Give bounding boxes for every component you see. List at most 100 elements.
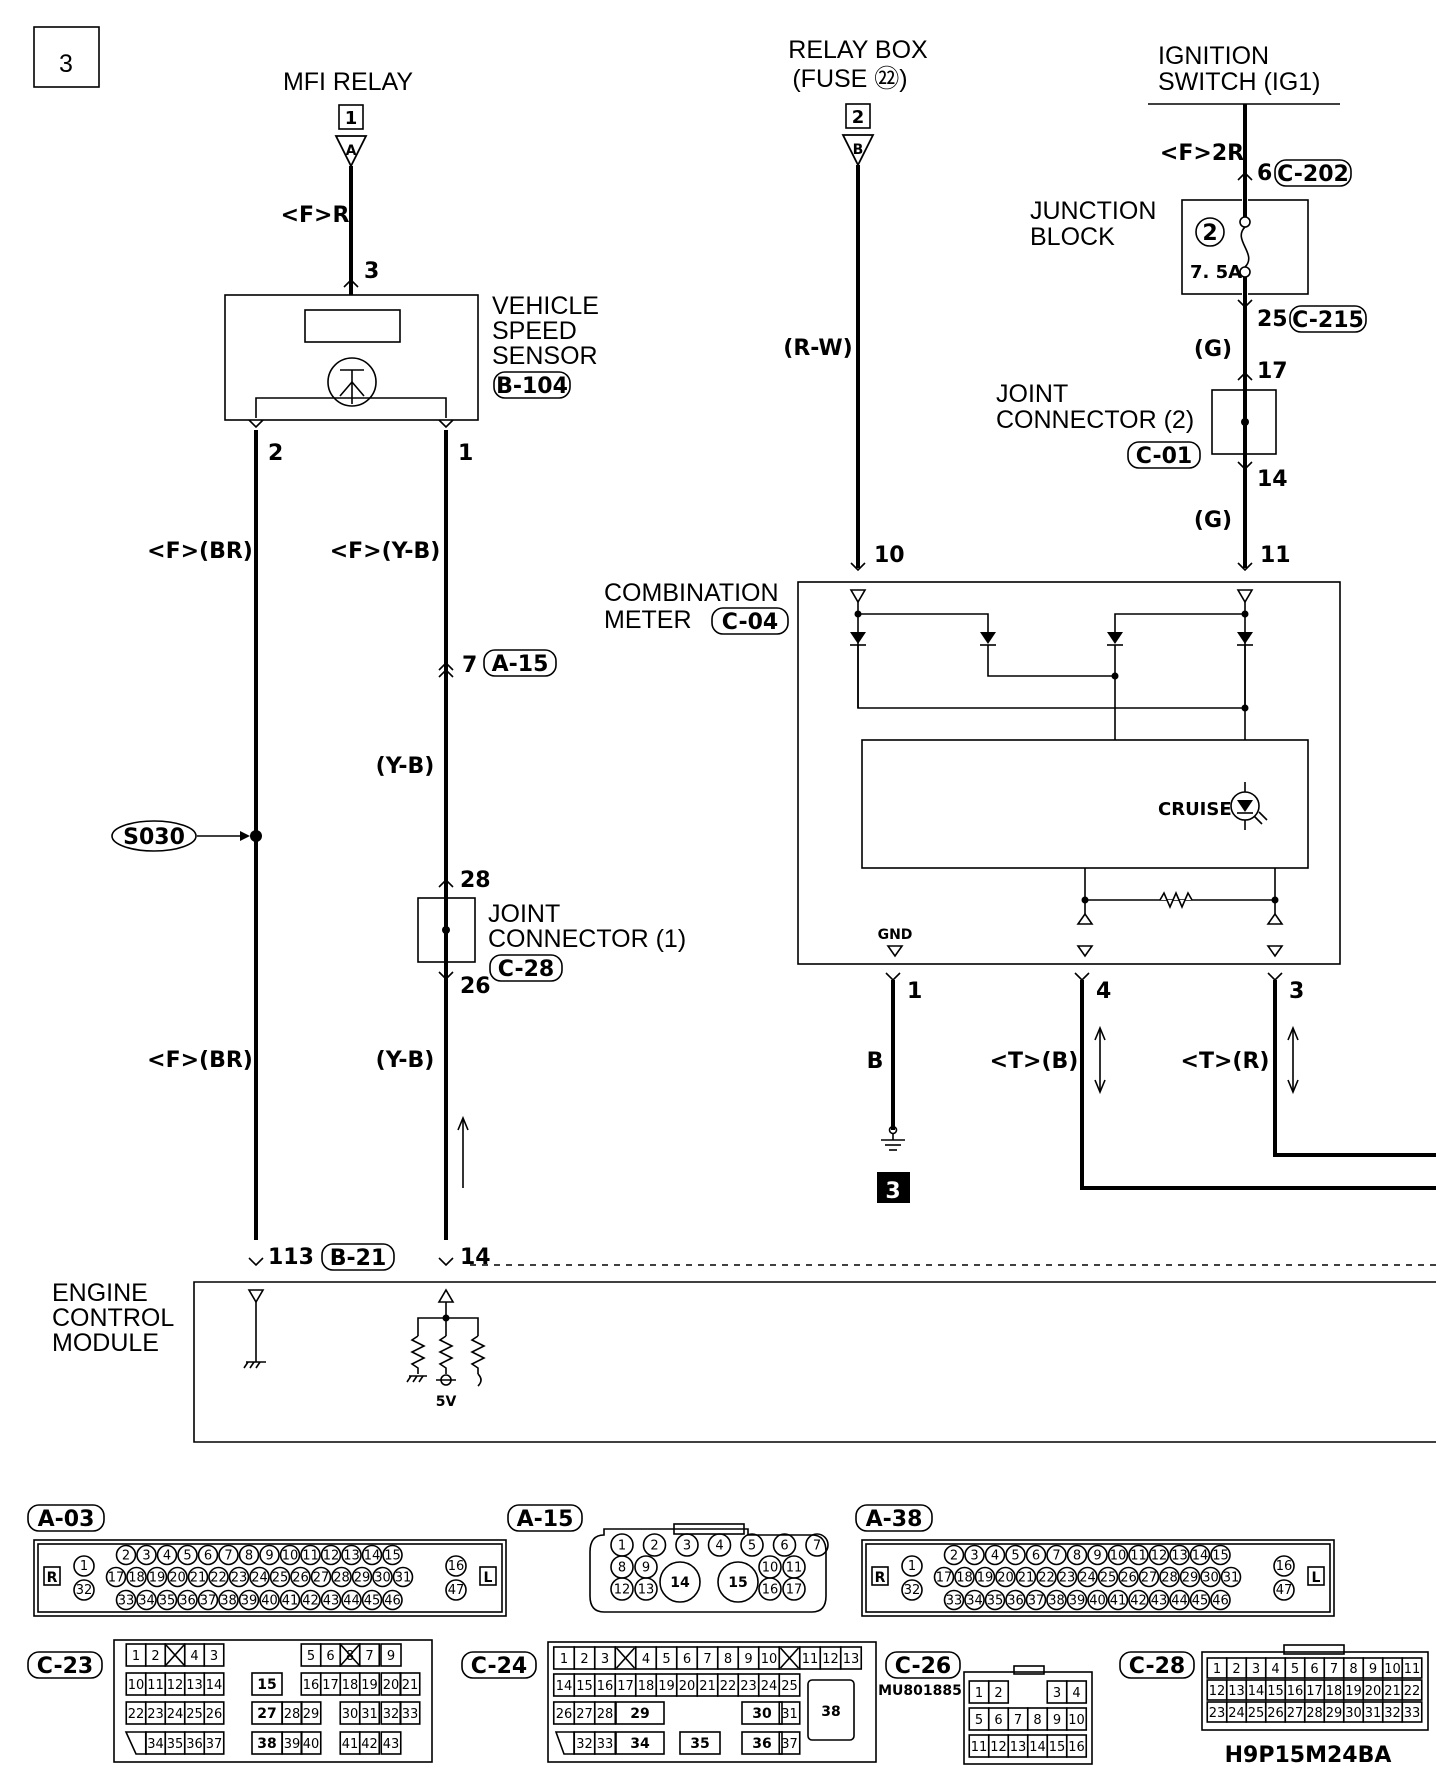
connector-pin: 9 xyxy=(1369,1662,1377,1677)
connector-pin: 45 xyxy=(1192,1594,1209,1609)
cruise-indicator-label: CRUISE xyxy=(1158,799,1232,820)
connector-pin: 11 xyxy=(1404,1662,1421,1677)
connector-pin: 31 xyxy=(395,1571,412,1586)
connector-pin: 28 xyxy=(597,1707,614,1722)
junction-block-label-line2: BLOCK xyxy=(1030,223,1115,251)
ecm-pin-right: 14 xyxy=(460,1245,491,1270)
ecm-label-line2: CONTROL xyxy=(52,1304,174,1332)
connector-pin: 19 xyxy=(149,1571,166,1586)
connector-pin: 4 xyxy=(190,1649,198,1664)
connector-pin: 16 xyxy=(303,1678,320,1693)
jc2-pin-in: 17 xyxy=(1257,359,1288,384)
connector-pin: 2 xyxy=(1232,1662,1240,1677)
connector-id: C-28 xyxy=(1129,1654,1185,1679)
connector-pin: 34 xyxy=(630,1736,650,1752)
connector-pin: 1 xyxy=(560,1652,568,1667)
cruise-lamp-icon xyxy=(1230,782,1268,830)
connector-pin: 10 xyxy=(1068,1713,1085,1728)
junction-block-pin-out: 25 xyxy=(1257,307,1288,332)
connector-pin: 3 xyxy=(683,1539,691,1554)
meter-label-line1: COMBINATION xyxy=(604,579,779,607)
connector-pin: 11 xyxy=(1130,1549,1147,1564)
connector-pin: 6 xyxy=(994,1713,1002,1728)
connector-pin: 13 xyxy=(343,1549,360,1564)
connector-pin: 20 xyxy=(997,1571,1014,1586)
connector-pin: 16 xyxy=(1068,1740,1085,1755)
connector-pin: 6 xyxy=(1310,1662,1318,1677)
ground-ref-number: 3 xyxy=(885,1179,900,1204)
connector-pin: 31 xyxy=(1365,1706,1382,1721)
connector-pin: 6 xyxy=(1032,1549,1040,1564)
connector-pin: 39 xyxy=(241,1594,258,1609)
connector-id: A-38 xyxy=(866,1507,923,1532)
connector-pin: 11 xyxy=(971,1740,988,1755)
connector-pin: 24 xyxy=(761,1679,778,1694)
connector-pin: 32 xyxy=(76,1583,93,1598)
connector-pin: 46 xyxy=(384,1594,401,1609)
ignition-connector: C-202 xyxy=(1277,162,1349,187)
connector-pin: 44 xyxy=(1171,1594,1188,1609)
connector-pin: 43 xyxy=(383,1737,400,1752)
vss-label-line1: VEHICLE xyxy=(492,292,599,320)
connector-side-right: L xyxy=(1312,1570,1321,1586)
jc1-connector: C-28 xyxy=(498,957,554,982)
connector-pin: 17 xyxy=(936,1571,953,1586)
connector-pin: 2 xyxy=(580,1652,588,1667)
relay-box-meter-pin: 10 xyxy=(874,543,905,568)
connector-pin: 7 xyxy=(224,1549,232,1564)
connector-pin: 17 xyxy=(786,1583,803,1598)
connector-pin: 16 xyxy=(1276,1559,1293,1574)
ignition-label-line1: IGNITION xyxy=(1158,42,1269,70)
connector-pin: 25 xyxy=(781,1679,798,1694)
connector-pin: 14 xyxy=(670,1575,690,1591)
junction-block-wire-color: (G) xyxy=(1194,337,1232,362)
connector-pin: 22 xyxy=(128,1707,145,1722)
connector-pin: 19 xyxy=(361,1678,378,1693)
connector-pin: 19 xyxy=(658,1679,675,1694)
fuse-rating: 7. 5A xyxy=(1190,262,1242,283)
connector-pin: 11 xyxy=(302,1549,319,1564)
connector-pin: 3 xyxy=(1053,1686,1061,1701)
connector-pin: 32 xyxy=(576,1737,593,1752)
mfi-relay-ref-box: 1 xyxy=(345,108,358,129)
connector-pin: 22 xyxy=(1404,1684,1421,1699)
connector-pin: 27 xyxy=(313,1571,330,1586)
connector-pin: 34 xyxy=(147,1737,164,1752)
connector-pin: 23 xyxy=(147,1707,164,1722)
connector-pin: 4 xyxy=(1271,1662,1279,1677)
connector-pin: 22 xyxy=(210,1571,227,1586)
relay-box-ref-box: 2 xyxy=(852,107,865,128)
connector-pin: 19 xyxy=(1345,1684,1362,1699)
connector-pin: 32 xyxy=(1384,1706,1401,1721)
connector-pin: 27 xyxy=(1287,1706,1304,1721)
fuse-icon xyxy=(1240,226,1250,268)
jc2-label-line1: JOINT xyxy=(996,380,1068,408)
connector-pin: 34 xyxy=(966,1594,983,1609)
connector-pin: 23 xyxy=(740,1679,757,1694)
connector-pin: 25 xyxy=(1100,1571,1117,1586)
connector-pin: 38 xyxy=(1048,1594,1065,1609)
vss-label-line3: SENSOR xyxy=(492,342,598,370)
connector-pin: 31 xyxy=(361,1707,378,1722)
meter-wire-4: <T>(B) xyxy=(990,1049,1079,1074)
connector-pin: 41 xyxy=(282,1594,299,1609)
connector-pin: 6 xyxy=(204,1549,212,1564)
connector-pin: 8 xyxy=(346,1649,354,1664)
relay-box-label-line2: (FUSE ㉒) xyxy=(792,65,907,93)
meter-connector: C-04 xyxy=(722,610,778,635)
connector-pin: 3 xyxy=(142,1549,150,1564)
meter-wire-3: <T>(R) xyxy=(1181,1049,1270,1074)
jc2-meter-pin: 11 xyxy=(1260,543,1291,568)
connector-pin: 35 xyxy=(690,1736,709,1752)
wire-right-top: <F>(Y-B) xyxy=(330,539,441,564)
connector-pin: 13 xyxy=(843,1652,860,1667)
connector-pin: 10 xyxy=(282,1549,299,1564)
connector-pin: 16 xyxy=(448,1559,465,1574)
connector-pin: 3 xyxy=(970,1549,978,1564)
connector-pin: 14 xyxy=(364,1549,381,1564)
relay-box-label-line1: RELAY BOX xyxy=(788,36,928,64)
